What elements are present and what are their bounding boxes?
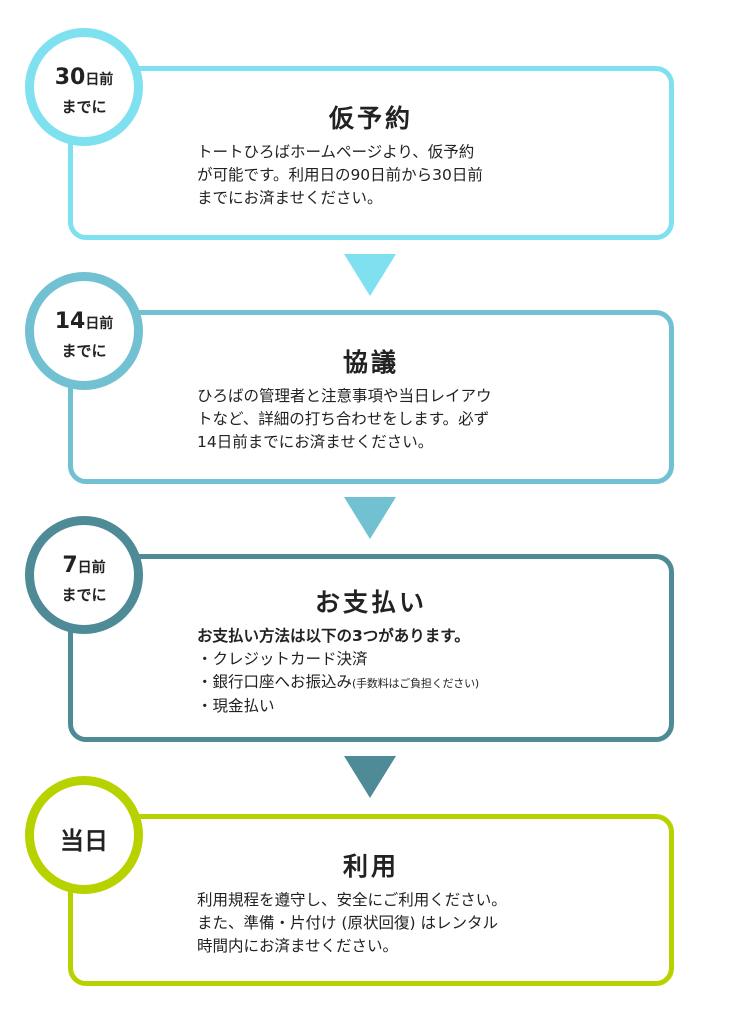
- step-box-usage: 利用 利用規程を遵守し、安全にご利用ください。 また、準備・片付け (原状回復)…: [68, 814, 674, 986]
- deadline-badge-14-days: 14日前 までに: [25, 272, 143, 390]
- description-line: 利用規程を遵守し、安全にご利用ください。: [197, 891, 507, 909]
- badge-suffix: までに: [61, 586, 107, 604]
- payment-intro: お支払い方法は以下の3つがあります。: [197, 627, 470, 645]
- step-description: ひろばの管理者と注意事項や当日レイアウ トなど、詳細の打ち合わせをします。必ず …: [197, 385, 637, 454]
- step-title: 利用: [342, 852, 399, 881]
- badge-number: 7: [62, 553, 78, 578]
- description-line: ひろばの管理者と注意事項や当日レイアウ: [197, 387, 492, 405]
- description-line: トートひろばホームページより、仮予約: [197, 143, 475, 161]
- payment-method-note: (手数料はご負担ください): [352, 677, 479, 690]
- description-line: までにお済ませください。: [197, 189, 383, 207]
- badge-unit: 日前: [77, 560, 106, 576]
- description-line: が可能です。利用日の90日前から30日前: [197, 166, 483, 184]
- step-box-reservation: 仮予約 トートひろばホームページより、仮予約 が可能です。利用日の90日前から3…: [68, 66, 674, 240]
- badge-number: 14: [54, 309, 86, 334]
- badge-number: 30: [54, 65, 86, 90]
- step-title: お支払い: [314, 588, 427, 617]
- description-line: また、準備・片付け (原状回復) はレンタル: [197, 914, 498, 932]
- description-line: 時間内にお済ませください。: [197, 937, 399, 955]
- badge-suffix: までに: [61, 342, 107, 360]
- badge-label: 当日: [60, 827, 108, 855]
- day-of-badge: 当日: [25, 776, 143, 894]
- down-arrow-icon: [344, 756, 396, 798]
- step-title: 協議: [342, 348, 399, 377]
- deadline-badge-7-days: 7日前 までに: [25, 516, 143, 634]
- badge-unit: 日前: [85, 72, 114, 88]
- badge-unit: 日前: [85, 316, 114, 332]
- step-description: トートひろばホームページより、仮予約 が可能です。利用日の90日前から30日前 …: [197, 141, 637, 210]
- description-line: 14日前までにお済ませください。: [197, 433, 434, 451]
- step-title: 仮予約: [328, 104, 413, 133]
- down-arrow-icon: [344, 497, 396, 539]
- step-box-payment: お支払い お支払い方法は以下の3つがあります。 ・クレジットカード決済 ・銀行口…: [68, 554, 674, 742]
- deadline-badge-30-days: 30日前 までに: [25, 28, 143, 146]
- down-arrow-icon: [344, 254, 396, 296]
- payment-method: ・銀行口座へお振込み(手数料はご負担ください): [197, 673, 479, 691]
- step-description: お支払い方法は以下の3つがあります。 ・クレジットカード決済 ・銀行口座へお振込…: [197, 625, 637, 718]
- badge-suffix: までに: [61, 98, 107, 116]
- payment-method: ・現金払い: [197, 697, 275, 715]
- step-box-consultation: 協議 ひろばの管理者と注意事項や当日レイアウ トなど、詳細の打ち合わせをします。…: [68, 310, 674, 484]
- step-description: 利用規程を遵守し、安全にご利用ください。 また、準備・片付け (原状回復) はレ…: [197, 889, 637, 958]
- payment-method: ・クレジットカード決済: [197, 650, 368, 668]
- description-line: トなど、詳細の打ち合わせをします。必ず: [197, 410, 490, 428]
